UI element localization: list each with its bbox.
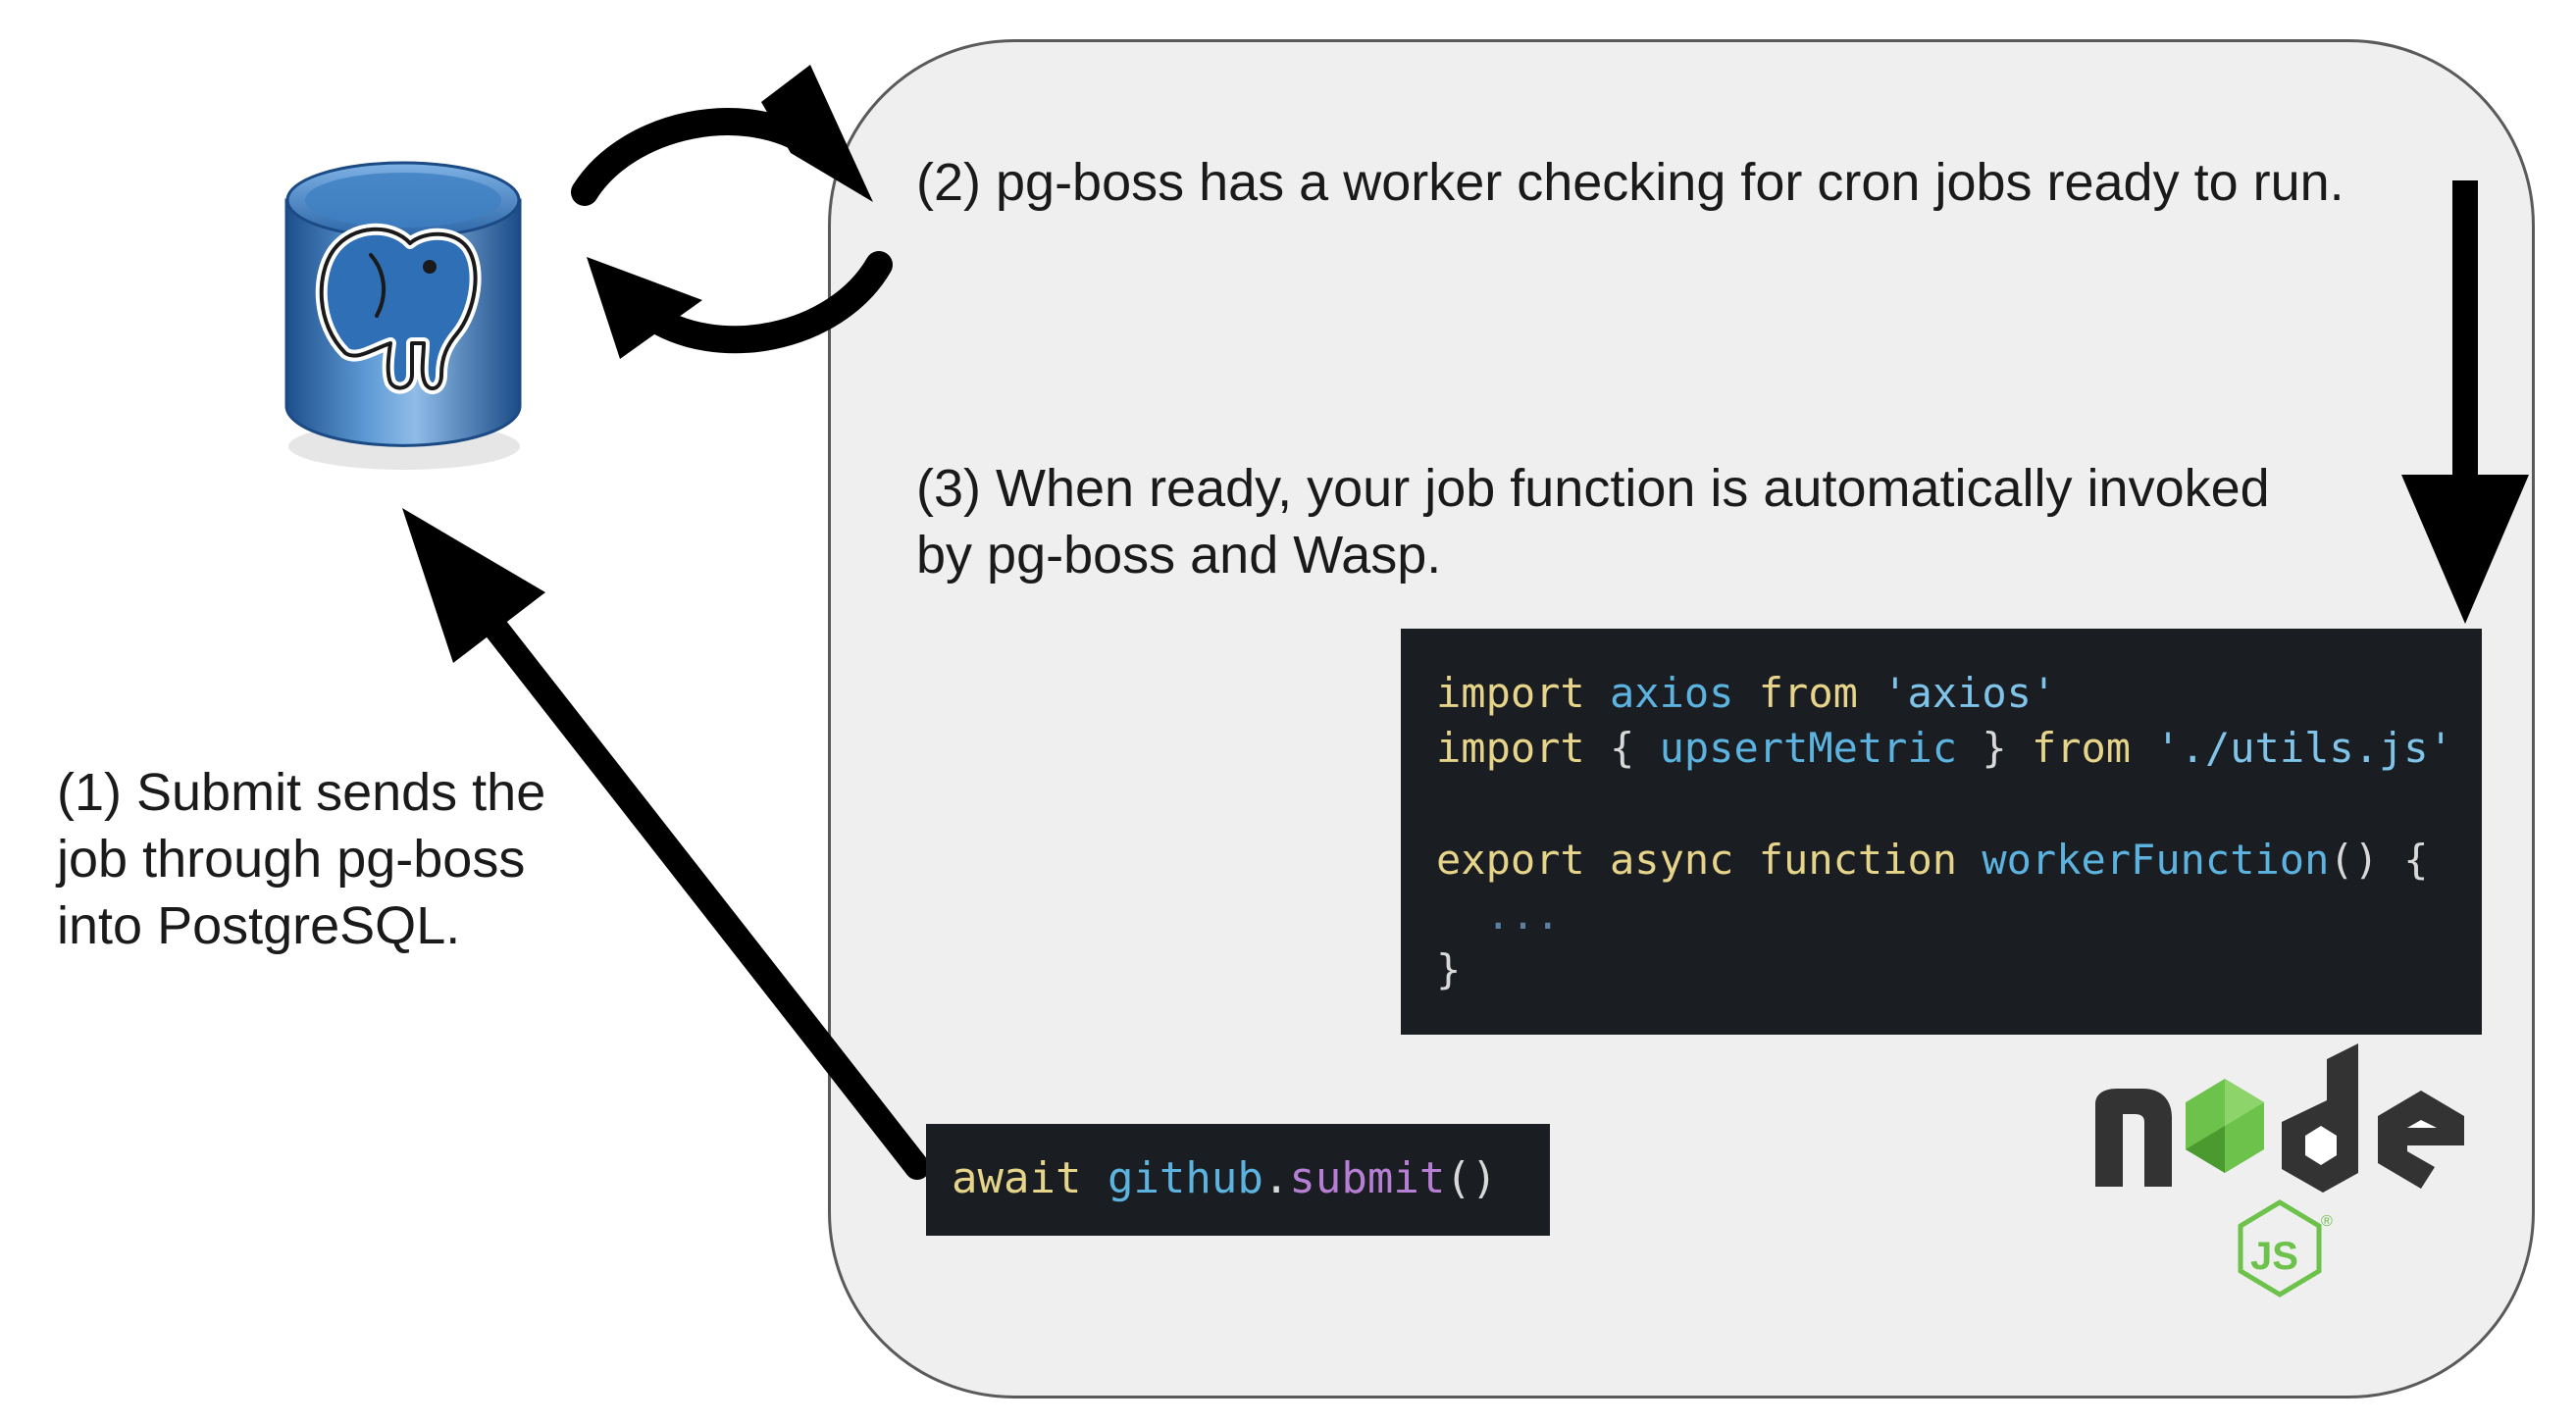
step1-label: (1) Submit sends the job through pg-boss…: [57, 763, 546, 955]
code-keyword: from: [2031, 724, 2132, 772]
submit-call-code: await github.submit(): [926, 1124, 1550, 1236]
code-line-5: }: [1436, 942, 2482, 997]
nodejs-logo: JS ®: [2095, 1043, 2464, 1297]
code-brace: }: [1436, 945, 1462, 993]
code-identifier: upsertMetric: [1659, 724, 1958, 772]
code-parens: (): [1445, 1153, 1498, 1203]
code-line-4: ...: [1436, 888, 2482, 942]
code-line-1: import axios from 'axios': [1436, 666, 2482, 721]
code-punctuation: () {: [2329, 836, 2429, 884]
step2-label: (2) pg-boss has a worker checking for cr…: [916, 153, 2344, 212]
submit-to-db-arrow: [402, 508, 930, 1180]
code-keyword: import: [1436, 724, 1585, 772]
code-line-3: export async function workerFunction() {: [1436, 833, 2482, 888]
code-keyword: await: [952, 1153, 1082, 1203]
code-method: submit: [1289, 1153, 1446, 1203]
code-brace: {: [1610, 724, 1635, 772]
code-identifier: github: [1107, 1153, 1263, 1203]
code-line-blank: [1436, 776, 2482, 833]
code-brace: }: [1982, 724, 2007, 772]
code-keyword: from: [1758, 669, 1858, 717]
code-ellipsis: ...: [1485, 890, 1561, 939]
sync-arrows-icon: [571, 65, 893, 359]
code-keyword: async: [1610, 836, 1734, 884]
code-string: './utils.js': [2155, 724, 2453, 772]
step3-label: (3) When ready, your job function is aut…: [916, 459, 2270, 585]
code-identifier: axios: [1610, 669, 1734, 717]
postgresql-database-icon: [284, 161, 522, 470]
nodejs-badge: JS: [2250, 1235, 2298, 1278]
code-dot: .: [1262, 1153, 1290, 1203]
code-line-2: import { upsertMetric } from './utils.js…: [1436, 721, 2482, 776]
code-keyword: export: [1436, 836, 1585, 884]
code-string: 'axios': [1882, 669, 2057, 717]
code-keyword: function: [1758, 836, 1958, 884]
sync-arrow-head-left: [587, 257, 702, 359]
nodejs-registered: ®: [2321, 1213, 2333, 1230]
sync-arrow-head-right: [761, 65, 873, 202]
code-keyword: import: [1436, 669, 1585, 717]
worker-function-code: import axios from 'axios' import { upser…: [1401, 629, 2482, 1035]
worker-to-function-arrow: [2401, 180, 2529, 624]
code-function-name: workerFunction: [1982, 836, 2330, 884]
